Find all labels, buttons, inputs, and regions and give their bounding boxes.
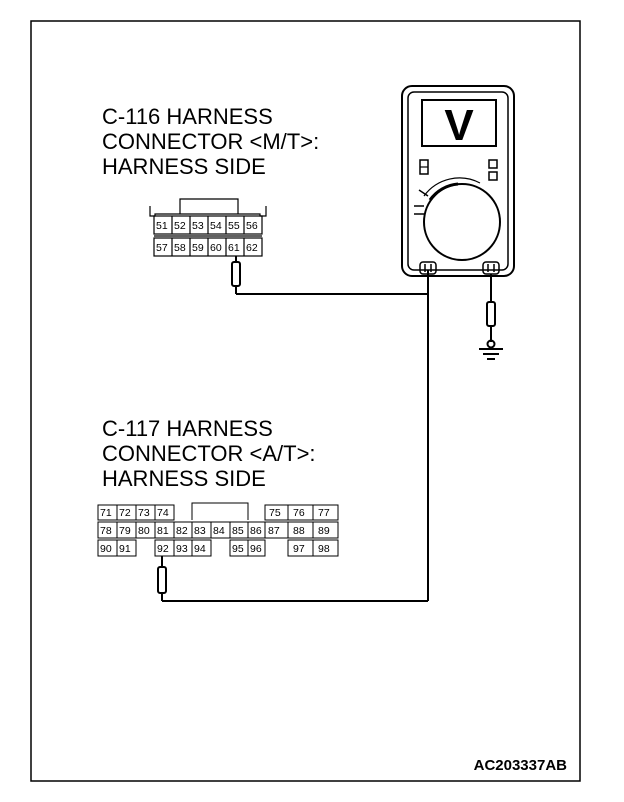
- c116-label-line1: C-116 HARNESS: [102, 104, 273, 129]
- c117-pin: 88: [293, 525, 305, 537]
- c116-pin: 54: [210, 220, 222, 232]
- c117-probe: [157, 556, 167, 594]
- c117-pin: 94: [194, 543, 206, 555]
- figure-frame: [30, 20, 581, 782]
- meter-button-icon: [488, 159, 498, 169]
- c117-pin: 75: [269, 507, 281, 519]
- c117-label-line3: HARNESS SIDE: [102, 466, 266, 491]
- c116-probe: [231, 256, 428, 295]
- c117-pin: 90: [100, 543, 112, 555]
- c116-pin: 55: [228, 220, 240, 232]
- c117-pin: 78: [100, 525, 112, 537]
- c117-pin: 71: [100, 507, 112, 519]
- meter-button-icon: [488, 171, 498, 181]
- c117-pin: 96: [250, 543, 262, 555]
- c117-pin: 97: [293, 543, 305, 555]
- c117-pin: 81: [157, 525, 169, 537]
- c117-pin: 79: [119, 525, 131, 537]
- c116-label-line2: CONNECTOR <M/T>:: [102, 129, 319, 154]
- c117-pin: 87: [268, 525, 280, 537]
- c117-pin: 72: [119, 507, 131, 519]
- figure-code: AC203337AB: [474, 757, 568, 774]
- c117-pin: 82: [176, 525, 188, 537]
- c116-pin: 53: [192, 220, 204, 232]
- test-lead-wire: [161, 270, 429, 602]
- c116-pin: 57: [156, 242, 168, 254]
- c116-pin: 58: [174, 242, 186, 254]
- c117-label-line1: C-117 HARNESS: [102, 416, 273, 441]
- c117-pin: 85: [232, 525, 244, 537]
- c117-pin: 89: [318, 525, 330, 537]
- ground-probe: [486, 274, 496, 342]
- c116-label: C-116 HARNESS CONNECTOR <M/T>: HARNESS S…: [102, 104, 319, 179]
- meter-display-symbol: V: [444, 101, 474, 150]
- c117-pin: 84: [213, 525, 225, 537]
- c117-pin: 73: [138, 507, 150, 519]
- c116-pin: 61: [228, 242, 240, 254]
- c117-pin: 86: [250, 525, 262, 537]
- meter-dial: [423, 183, 501, 261]
- c117-pin-numbers: 71 72 73 74 75 76 77 78 79 80 81 82 83 8…: [100, 507, 330, 555]
- c116-pin: 51: [156, 220, 168, 232]
- c116-pin: 62: [246, 242, 258, 254]
- c117-pin: 74: [157, 507, 169, 519]
- c117-pin: 83: [194, 525, 206, 537]
- ground-icon: [479, 339, 503, 360]
- c116-pin: 60: [210, 242, 222, 254]
- c117-pin: 77: [318, 507, 330, 519]
- c116-pin: 52: [174, 220, 186, 232]
- c116-label-line3: HARNESS SIDE: [102, 154, 266, 179]
- meter-terminal-com: [419, 261, 437, 275]
- c117-label: C-117 HARNESS CONNECTOR <A/T>: HARNESS S…: [102, 416, 316, 491]
- c116-pin: 56: [246, 220, 258, 232]
- c117-pin: 98: [318, 543, 330, 555]
- c117-pin: 80: [138, 525, 150, 537]
- c117-pin: 91: [119, 543, 131, 555]
- c117-label-line2: CONNECTOR <A/T>:: [102, 441, 316, 466]
- c117-pin: 76: [293, 507, 305, 519]
- c117-pin: 92: [157, 543, 169, 555]
- c117-pin: 95: [232, 543, 244, 555]
- c116-connector: [149, 198, 267, 257]
- meter-display: [421, 99, 497, 147]
- c117-connector: [97, 502, 339, 557]
- multimeter: V: [401, 85, 515, 277]
- c117-pin: 93: [176, 543, 188, 555]
- c116-pin: 59: [192, 242, 204, 254]
- c116-pin-numbers: 51 52 53 54 55 56 57 58 59 60 61 62: [156, 220, 258, 254]
- meter-terminal-v: [482, 261, 500, 275]
